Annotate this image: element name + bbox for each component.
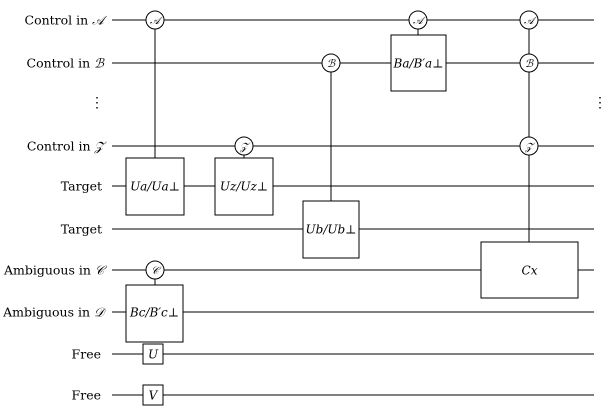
control-node-a3 (519, 10, 539, 30)
label-target-1: Target (61, 179, 102, 194)
control-node-b3 (519, 53, 539, 73)
label-ambiguous-c: Ambiguous in 𝒞 (3, 263, 108, 278)
gate-ba-label: Ba/B′a⊥ (393, 57, 444, 71)
wire-labels: Control in 𝒜 Control in ℬ ⋮ Control in 𝒵… (2, 13, 607, 403)
label-control-a: Control in 𝒜 (25, 13, 109, 28)
control-node-c1-symbol: 𝒞 (151, 265, 162, 277)
label-target-2: Target (61, 222, 102, 237)
gate-u (142, 343, 164, 365)
control-node-z3 (519, 136, 539, 156)
gate-v (142, 384, 164, 406)
label-ambiguous-d: Ambiguous in 𝒟 (2, 305, 106, 320)
gate-u-label: U (148, 348, 159, 362)
control-node-a3-symbol: 𝒜 (524, 15, 537, 27)
gates: Ua/Ua⊥ Uz/Uz⊥ Ub/Ub⊥ Ba/B′a⊥ Cx Bc/B′c⊥ … (125, 34, 579, 406)
gate-cx-label: Cx (522, 264, 538, 278)
control-node-a1 (145, 10, 165, 30)
control-node-a2-symbol: 𝒜 (413, 15, 426, 27)
gate-ub-label: Ub/Ub⊥ (306, 223, 357, 237)
control-node-z1 (234, 136, 254, 156)
gate-cx (480, 241, 579, 299)
control-node-b1-symbol: ℬ (327, 58, 336, 70)
control-node-a2 (408, 10, 428, 30)
gate-v-label: V (149, 389, 159, 403)
right-vertical-dots: ⋮ (593, 95, 607, 111)
control-node-c1 (145, 260, 165, 280)
gate-bc-bc-prime (125, 284, 184, 343)
gate-ua-ua-perp (125, 157, 185, 216)
gate-bc-label: Bc/B′c⊥ (129, 306, 179, 320)
label-control-z: Control in 𝒵 (27, 139, 108, 154)
gate-ub-ub-perp (302, 200, 360, 259)
gate-ba-ba-prime (390, 34, 447, 92)
gate-ua-label: Ua/Ua⊥ (130, 180, 180, 194)
control-node-b1 (321, 53, 341, 73)
gate-uz-uz-perp (214, 157, 274, 216)
control-node-a1-symbol: 𝒜 (150, 15, 163, 27)
control-nodes: 𝒜 𝒵 ℬ 𝒜 𝒜 ℬ 𝒵 𝒞 (145, 10, 539, 280)
label-free-2: Free (72, 388, 101, 403)
gate-uz-label: Uz/Uz⊥ (220, 180, 268, 194)
label-control-b: Control in ℬ (27, 56, 106, 71)
label-free-1: Free (72, 347, 101, 362)
control-node-b3-symbol: ℬ (525, 58, 534, 70)
label-vertical-dots: ⋮ (90, 95, 104, 111)
